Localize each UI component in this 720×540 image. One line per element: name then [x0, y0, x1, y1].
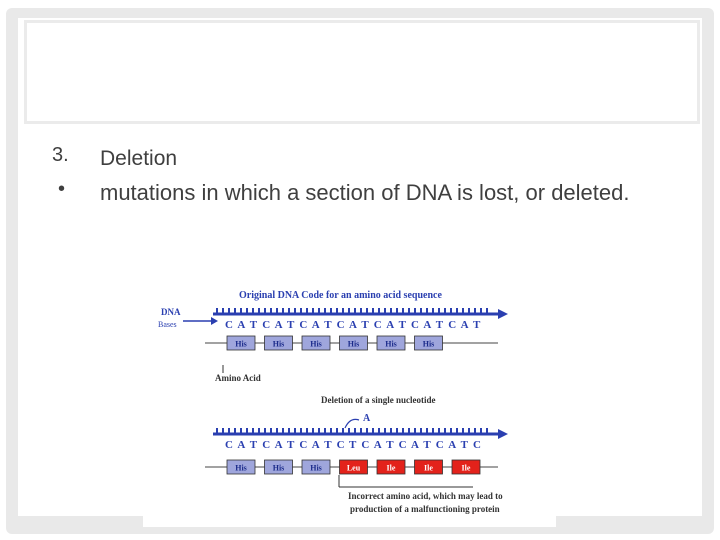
dna-base: T [287, 439, 295, 451]
dna-base: A [349, 319, 357, 331]
dna-base: C [225, 439, 233, 451]
amino-acid-box [226, 459, 256, 475]
amino-acid-label: Amino Acid [215, 373, 261, 383]
dna-base: T [349, 439, 357, 451]
dna-base: C [399, 439, 407, 451]
list-text: Deletion [100, 147, 178, 170]
figure-title: Original DNA Code for an amino acid sequ… [239, 290, 442, 301]
dna-base: A [312, 319, 320, 331]
amino-acid-box [264, 459, 293, 475]
dna-arrow [498, 309, 508, 319]
amino-acid-label: Ile [387, 464, 396, 473]
dna-base: A [386, 319, 394, 331]
dna-base: C [337, 439, 345, 451]
amino-acid-box [451, 459, 481, 475]
dna-arrow [498, 429, 508, 439]
dna-base: A [448, 439, 456, 451]
dna-base: T [399, 319, 407, 331]
bases-label: Bases [158, 320, 177, 329]
amino-acid-box [339, 459, 368, 475]
dna-base: C [262, 319, 270, 331]
dna-base: T [423, 439, 431, 451]
amino-acid-box [376, 459, 406, 475]
dna-base: A [312, 439, 320, 451]
dna-base: A [423, 319, 431, 331]
dna-base: C [374, 319, 382, 331]
dna-label: DNA [161, 307, 181, 317]
dna-base: C [299, 319, 307, 331]
dna-base: A [374, 439, 382, 451]
amino-acid-label: Ile [424, 464, 433, 473]
amino-acid-box [264, 335, 293, 351]
incorrect-label-2: production of a malfunctioning protein [350, 504, 500, 514]
amino-acid-box [226, 335, 256, 351]
amino-acid-label: His [310, 464, 322, 473]
amino-acid-label: His [235, 340, 247, 349]
dna-base: A [275, 319, 283, 331]
amino-acid-label: Leu [347, 464, 361, 473]
dna-base: T [287, 319, 295, 331]
amino-acid-box [376, 335, 406, 351]
bullet: • [58, 178, 66, 200]
dna-base: C [361, 439, 369, 451]
amino-acid-box [301, 459, 331, 475]
dna-base: C [473, 439, 481, 451]
dna-base: C [262, 439, 270, 451]
dna-base: T [361, 319, 369, 331]
dna-base: A [411, 439, 419, 451]
dna-base: T [250, 439, 258, 451]
dna-deletion-diagram: Original DNA Code for an amino acid sequ… [143, 265, 556, 527]
amino-acid-box [301, 335, 331, 351]
dna-base: T [461, 439, 469, 451]
incorrect-label-1: Incorrect amino acid, which may lead to [348, 491, 503, 501]
amino-acid-label: His [385, 340, 397, 349]
dna-base: C [411, 319, 419, 331]
title-placeholder [24, 20, 700, 124]
dna-base: A [275, 439, 283, 451]
amino-acid-label: His [273, 464, 285, 473]
dna-base: T [324, 319, 332, 331]
amino-acid-box [414, 335, 443, 351]
dna-base: C [448, 319, 456, 331]
dna-base: A [461, 319, 469, 331]
list-text: mutations in which a section of DNA is l… [100, 180, 630, 205]
amino-acid-box [414, 459, 443, 475]
amino-acid-label: His [310, 340, 322, 349]
dna-base: T [324, 439, 332, 451]
deletion-label: Deletion of a single nucleotide [321, 395, 436, 405]
dna-base: C [337, 319, 345, 331]
dna-base: A [237, 439, 245, 451]
amino-acid-label: Ile [462, 464, 471, 473]
amino-acid-label: His [235, 464, 247, 473]
amino-acid-label: His [348, 340, 360, 349]
amino-acid-label: His [273, 340, 285, 349]
amino-acid-box [339, 335, 368, 351]
deleted-base: A [363, 413, 371, 424]
dna-base: C [225, 319, 233, 331]
dna-base: T [473, 319, 481, 331]
dna-base: T [250, 319, 258, 331]
dna-base: T [386, 439, 394, 451]
amino-acid-label: His [423, 340, 435, 349]
dna-base: T [436, 319, 444, 331]
dna-base: C [299, 439, 307, 451]
dna-diagram-svg: Original DNA Code for an amino acid sequ… [158, 290, 508, 514]
dna-base: A [237, 319, 245, 331]
list-number: 3. [52, 144, 69, 166]
dna-base: C [436, 439, 444, 451]
